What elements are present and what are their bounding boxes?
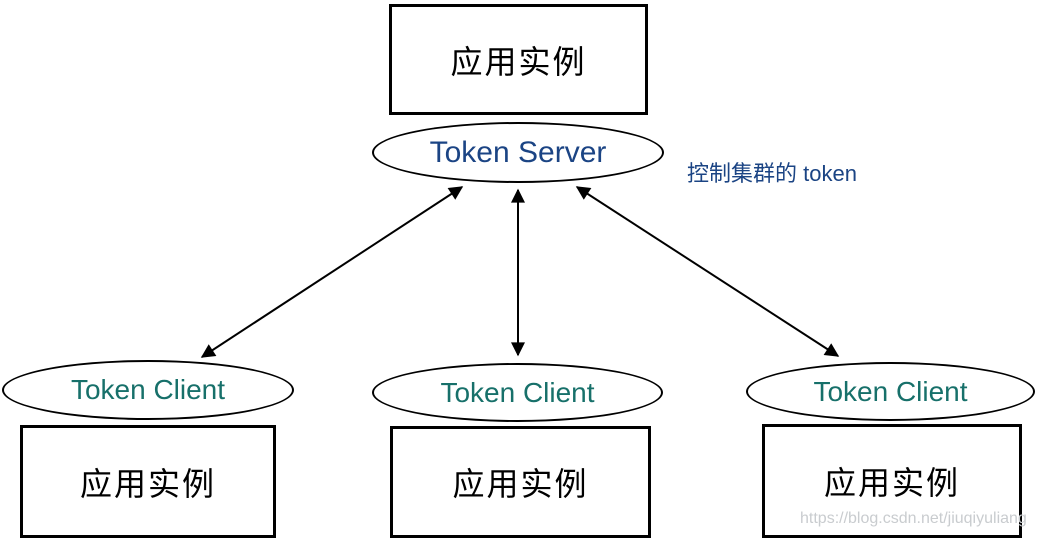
token-client-label-right: Token Client (813, 375, 968, 407)
arrow-server-to-client-left (200, 186, 464, 358)
app-instance-label-middle: 应用实例 (452, 466, 589, 502)
app-instance-box-right: 应用实例 (762, 424, 1022, 538)
app-instance-label-right: 应用实例 (823, 465, 960, 501)
app-instance-box-middle: 应用实例 (390, 426, 651, 538)
token-client-label-middle: Token Client (440, 376, 595, 408)
arrow-server-to-client-right (575, 186, 840, 357)
token-client-label-left: Token Client (70, 374, 226, 405)
app-instance-box-left: 应用实例 (20, 425, 276, 538)
token-client-ellipse-left: Token Client (2, 360, 294, 420)
app-instance-label-server: 应用实例 (450, 43, 587, 80)
token-client-ellipse-right: Token Client (746, 362, 1035, 421)
app-instance-box-server: 应用实例 (389, 4, 648, 115)
annotation-cluster-token: 控制集群的 token (687, 161, 857, 186)
watermark-url: https://blog.csdn.net/jiuqiyuliang (800, 510, 1027, 527)
token-client-ellipse-middle: Token Client (372, 363, 663, 422)
token-server-label: Token Server (429, 135, 607, 169)
app-instance-label-left: 应用实例 (79, 465, 216, 502)
token-server-ellipse: Token Server (372, 122, 664, 183)
